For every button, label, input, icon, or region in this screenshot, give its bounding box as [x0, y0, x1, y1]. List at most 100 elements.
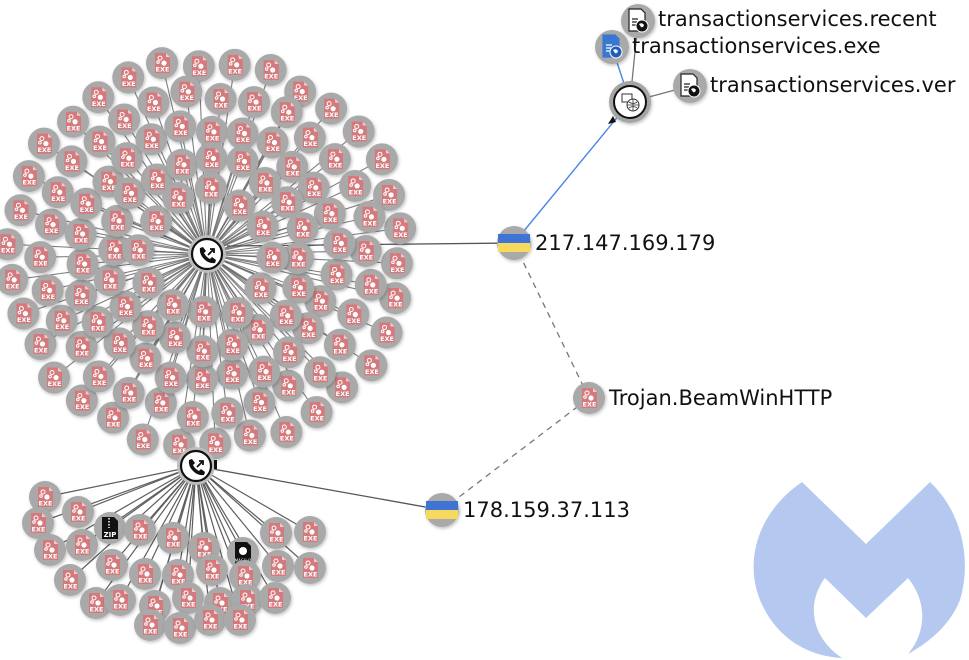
exe-file-node[interactable] [158, 321, 191, 354]
exe-file-node[interactable] [226, 117, 259, 150]
exe-file-node[interactable] [126, 423, 159, 456]
exe-file-node[interactable] [195, 115, 228, 148]
exe-file-node[interactable] [286, 212, 319, 245]
exe-file-node[interactable] [224, 604, 256, 636]
exe-file-node[interactable] [66, 247, 99, 280]
exe-file-node[interactable] [112, 61, 145, 94]
exe-file-node[interactable] [315, 92, 348, 125]
exe-file-node[interactable] [132, 266, 165, 299]
exe-file-node[interactable] [134, 609, 166, 641]
exe-file-node[interactable] [65, 279, 98, 312]
file-node-transactionservices-exe[interactable] [595, 30, 629, 64]
exe-file-node[interactable] [27, 127, 60, 160]
exe-file-node[interactable] [113, 177, 146, 210]
exe-file-node[interactable] [12, 160, 45, 193]
exe-file-node[interactable] [282, 242, 315, 275]
exe-file-node[interactable] [82, 81, 115, 114]
exe-file-node[interactable] [157, 522, 189, 554]
exe-file-node[interactable] [270, 96, 303, 129]
exe-file-node[interactable] [22, 507, 54, 539]
ip-node-178-159-37-113[interactable] [425, 493, 459, 527]
exe-file-node[interactable] [35, 208, 68, 241]
exe-file-node[interactable] [54, 564, 86, 596]
exe-file-node[interactable] [380, 247, 413, 280]
exe-file-node[interactable] [254, 54, 287, 87]
exe-file-node[interactable] [270, 416, 303, 449]
exe-file-node[interactable] [57, 105, 90, 138]
exe-file-node[interactable] [81, 306, 114, 339]
exe-file-node[interactable] [135, 123, 168, 156]
exe-file-node[interactable] [244, 272, 277, 305]
exe-file-node[interactable] [226, 145, 259, 178]
node-label-transactionservices-exe[interactable]: transactionservices.exe [632, 34, 881, 58]
ip-node-217-147-169-179[interactable] [497, 226, 531, 260]
exe-file-node[interactable] [70, 187, 103, 220]
exe-file-node[interactable] [318, 143, 351, 176]
exe-file-node[interactable] [137, 86, 170, 119]
exe-file-node[interactable] [103, 327, 136, 360]
exe-file-node[interactable] [97, 401, 130, 434]
exe-file-node[interactable] [256, 241, 289, 274]
exe-file-node[interactable] [104, 584, 136, 616]
exe-file-node[interactable] [354, 268, 387, 301]
exe-file-node[interactable] [4, 194, 37, 227]
exe-file-node[interactable] [273, 336, 306, 369]
exe-file-node[interactable] [379, 282, 412, 315]
exe-file-node[interactable] [248, 167, 281, 200]
node-label-ip-217-147-169-179[interactable]: 217.147.169.179 [535, 231, 716, 255]
exe-file-node[interactable] [164, 612, 196, 644]
exe-file-node[interactable] [262, 550, 294, 582]
node-label-transactionservices-ver[interactable]: transactionservices.ver [710, 73, 956, 97]
exe-file-node[interactable] [0, 263, 29, 296]
exe-file-node[interactable] [297, 171, 330, 204]
exe-file-node[interactable] [353, 200, 386, 233]
exe-file-node[interactable] [271, 186, 304, 219]
phone-hub-node-1[interactable] [188, 235, 226, 273]
exe-file-node[interactable] [24, 241, 57, 274]
exe-file-node[interactable] [45, 304, 78, 337]
phone-hub-node-2[interactable] [177, 447, 215, 485]
exe-file-node[interactable] [246, 210, 279, 243]
exe-file-node[interactable] [320, 258, 353, 291]
exe-file-node[interactable] [349, 234, 382, 267]
exe-file-node[interactable] [62, 496, 94, 528]
exe-file-node[interactable] [65, 330, 98, 363]
exe-file-node[interactable] [216, 357, 249, 390]
exe-file-node[interactable] [355, 349, 388, 382]
node-label-transactionservices-recent[interactable]: transactionservices.recent [658, 7, 937, 31]
exe-file-node[interactable] [145, 47, 178, 80]
exe-file-node[interactable] [370, 316, 403, 349]
exe-file-node[interactable] [293, 121, 326, 154]
exe-file-node[interactable] [140, 205, 173, 238]
exe-file-node[interactable] [29, 481, 61, 513]
exe-file-node[interactable] [83, 125, 116, 158]
exe-file-node[interactable] [108, 103, 141, 136]
exe-file-node[interactable] [243, 386, 276, 419]
exe-file-node[interactable] [98, 233, 131, 266]
exe-file-node[interactable] [204, 83, 237, 116]
malware-node-trojan-beamwinhttp[interactable] [573, 382, 605, 414]
exe-file-node[interactable] [31, 274, 64, 307]
exe-file-node[interactable] [34, 534, 66, 566]
exe-file-node[interactable] [194, 604, 226, 636]
exe-file-node[interactable] [238, 86, 271, 119]
exe-file-node[interactable] [80, 587, 112, 619]
exe-file-node[interactable] [294, 516, 326, 548]
exe-file-node[interactable] [124, 514, 156, 546]
exe-file-node[interactable] [365, 143, 398, 176]
exe-file-node[interactable] [269, 299, 302, 332]
exe-file-node[interactable] [182, 50, 215, 83]
exe-file-node[interactable] [233, 419, 266, 452]
exe-file-node[interactable] [211, 397, 244, 430]
exe-file-node[interactable] [384, 212, 417, 245]
exe-file-node[interactable] [164, 110, 197, 143]
exe-file-node[interactable] [373, 178, 406, 211]
exe-file-node[interactable] [323, 227, 356, 260]
exe-file-node[interactable] [185, 363, 218, 396]
exe-file-node[interactable] [38, 361, 71, 394]
exe-file-node[interactable] [96, 549, 128, 581]
exe-file-node[interactable] [64, 218, 97, 251]
exe-file-node[interactable] [282, 271, 315, 304]
file-node-transactionservices-recent[interactable] [621, 4, 655, 38]
exe-file-node[interactable] [93, 264, 126, 297]
